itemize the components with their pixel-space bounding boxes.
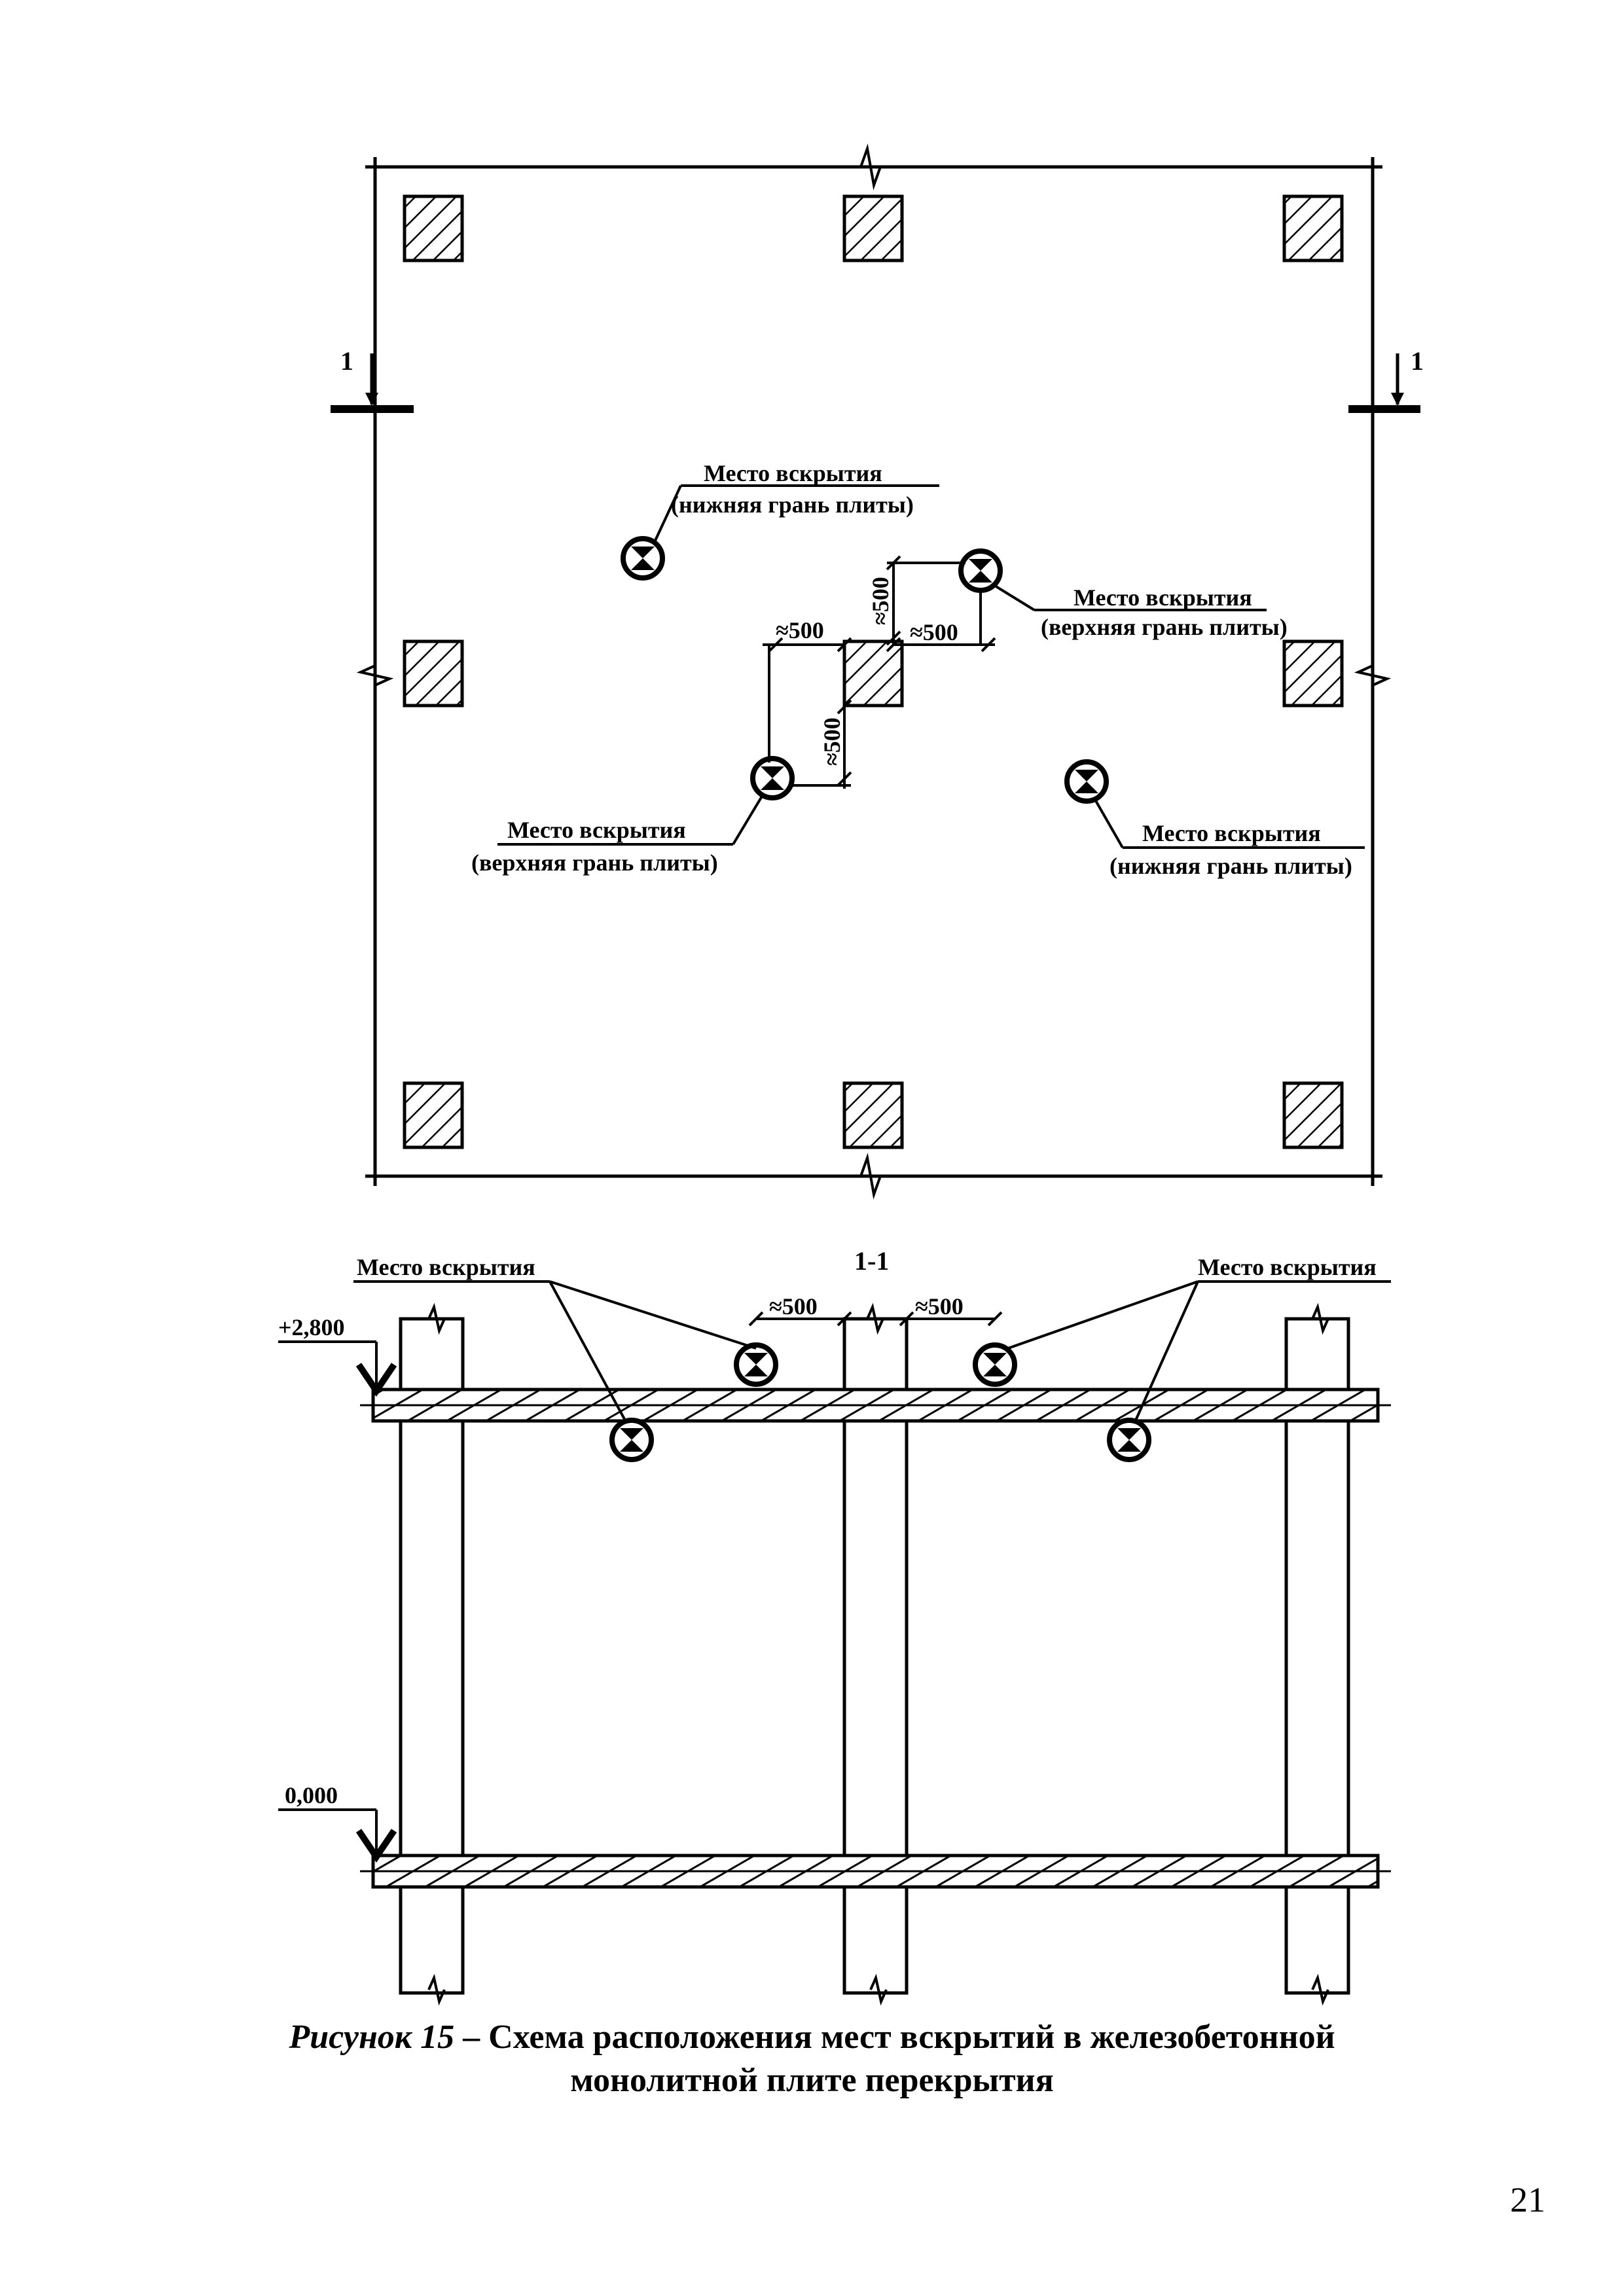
opening-3-title: Место вскрытия <box>507 817 686 843</box>
opening-marker-1: Место вскрытия (нижняя грань плиты) <box>623 460 939 578</box>
opening-1-title: Место вскрытия <box>704 460 882 486</box>
section-title: 1-1 <box>854 1246 889 1276</box>
section-opening-2 <box>975 1345 1015 1384</box>
section-mark-right: 1 <box>1348 346 1424 413</box>
figure-caption: Рисунок 15 – Схема расположения мест вск… <box>0 2016 1624 2102</box>
caption-line-1: Рисунок 15 – Схема расположения мест вск… <box>0 2016 1624 2059</box>
section-slabs <box>360 1388 1391 1889</box>
section-opening-4 <box>1110 1420 1149 1460</box>
opening-3-note: (верхняя грань плиты) <box>471 850 718 876</box>
dimension-label: ≈500 <box>819 717 845 766</box>
section-leaders <box>353 1280 1391 1421</box>
plan-dimensions <box>763 555 996 789</box>
dimension-label: ≈500 <box>867 577 893 625</box>
caption-text-1: Схема расположения мест вскрытий в желез… <box>488 2018 1335 2056</box>
elevation-bottom: 0,000 <box>278 1782 397 1863</box>
section-mark-label: 1 <box>340 346 353 376</box>
section-dimensions <box>748 1302 1003 1335</box>
column <box>1282 639 1344 708</box>
section-left-label: Место вскрытия <box>357 1254 535 1280</box>
opening-1-note: (нижняя грань плиты) <box>671 492 914 518</box>
section-mark-left: 1 <box>331 346 414 413</box>
opening-marker-3: Место вскрытия (верхняя грань плиты) <box>471 759 792 876</box>
elevation-label: 0,000 <box>285 1782 338 1808</box>
elevation-label: +2,800 <box>278 1314 345 1340</box>
column <box>403 639 464 708</box>
dimension-label: ≈500 <box>769 1293 818 1319</box>
opening-2-note: (верхняя грань плиты) <box>1041 614 1288 640</box>
structural-drawing: 1 1 Место вскрытия (нижняя грань плиты) … <box>278 143 1424 2006</box>
caption-text-2: монолитной плите перекрытия <box>570 2062 1054 2099</box>
opening-marker-4: Место вскрытия (нижняя грань плиты) <box>1067 762 1365 879</box>
column <box>403 1081 464 1149</box>
opening-4-title: Место вскрытия <box>1142 820 1321 846</box>
figure-number: Рисунок 15 <box>289 2018 455 2056</box>
column <box>842 194 904 262</box>
section-opening-1 <box>736 1345 776 1384</box>
dimension-label: ≈500 <box>910 619 958 645</box>
section-right-label: Место вскрытия <box>1198 1254 1377 1280</box>
caption-dash: – <box>454 2018 489 2056</box>
plan-columns <box>403 194 1344 1149</box>
page-number: 21 <box>1510 2180 1545 2219</box>
opening-marker-2: Место вскрытия (верхняя грань плиты) <box>961 551 1288 640</box>
column <box>1282 194 1344 262</box>
section-opening-3 <box>612 1420 651 1460</box>
column <box>1282 1081 1344 1149</box>
column <box>842 1081 904 1149</box>
column <box>842 639 904 708</box>
dimension-label: ≈500 <box>776 617 824 643</box>
column <box>403 194 464 262</box>
section-mark-label: 1 <box>1411 346 1424 376</box>
dimension-label: ≈500 <box>915 1293 964 1319</box>
elevation-top: +2,800 <box>278 1314 397 1397</box>
slab-plan <box>356 143 1392 1200</box>
opening-2-title: Место вскрытия <box>1074 584 1252 611</box>
opening-4-note: (нижняя грань плиты) <box>1110 853 1352 879</box>
